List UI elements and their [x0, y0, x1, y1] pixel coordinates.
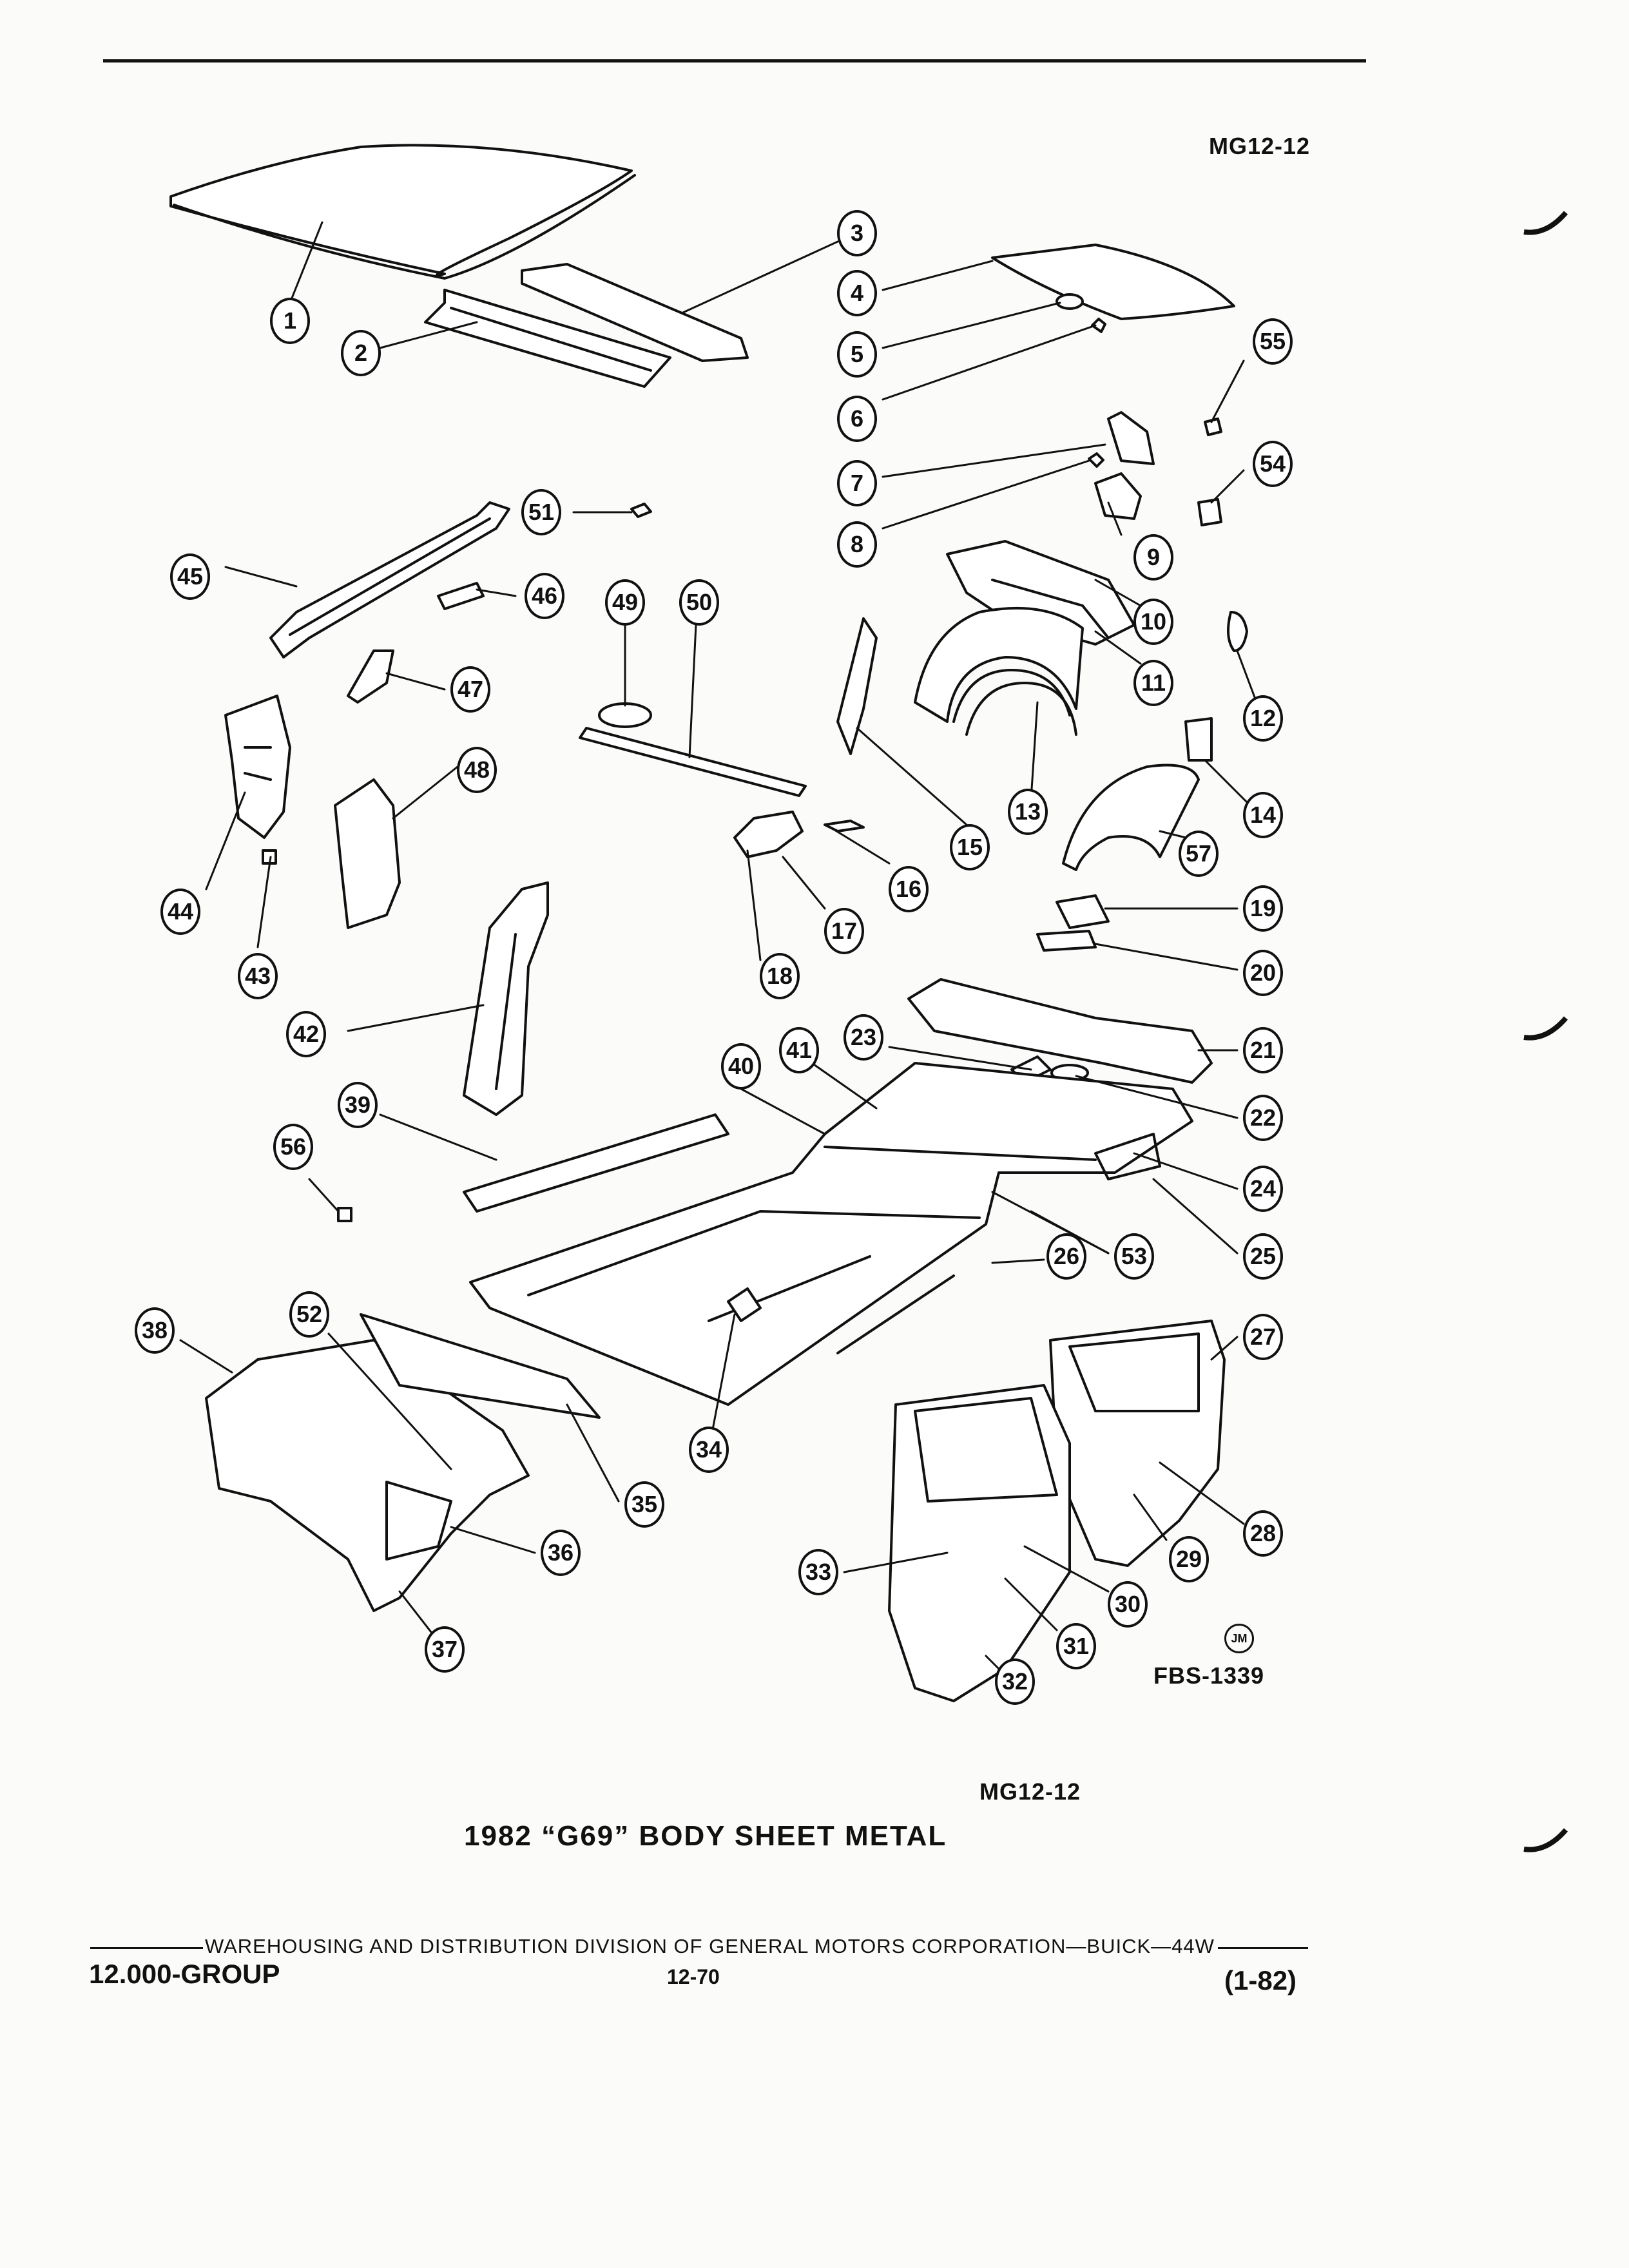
binder-mark: [1523, 1828, 1568, 1852]
ref-code-bottom: MG12-12: [979, 1778, 1081, 1805]
callout: 47: [450, 666, 490, 713]
callout: 8: [837, 521, 877, 568]
callout: 1: [270, 298, 310, 344]
callout: 31: [1056, 1623, 1096, 1669]
callout: 39: [338, 1082, 378, 1128]
callout: 5: [837, 331, 877, 378]
callout: 7: [837, 460, 877, 506]
top-rule: [103, 59, 1366, 62]
callout: 26: [1046, 1233, 1086, 1280]
callout: 29: [1169, 1536, 1209, 1582]
callout: 32: [995, 1658, 1035, 1705]
callout: 40: [721, 1043, 761, 1090]
callout: 57: [1179, 831, 1219, 877]
callout: 53: [1114, 1233, 1154, 1280]
callout: 14: [1243, 792, 1283, 838]
footer-page-number: 12-70: [667, 1965, 720, 1988]
callout: 42: [286, 1011, 326, 1057]
footer-group: 12.000-GROUP: [89, 1959, 280, 1989]
footer-date: (1-82): [1224, 1965, 1297, 1995]
artist-mark: JM: [1224, 1624, 1254, 1653]
callout: 6: [837, 396, 877, 442]
callout: 38: [135, 1307, 175, 1354]
callout: 55: [1253, 318, 1293, 365]
callout: 46: [525, 573, 564, 619]
callout: 27: [1243, 1314, 1283, 1360]
callout: 12: [1243, 695, 1283, 742]
callout: 37: [425, 1626, 465, 1673]
callout: 41: [779, 1027, 819, 1073]
callout: 33: [798, 1549, 838, 1595]
callout: 10: [1133, 599, 1173, 645]
callout: 56: [273, 1124, 313, 1170]
callout: 49: [605, 579, 645, 626]
callout: 35: [624, 1481, 664, 1528]
binder-mark: [1523, 1016, 1568, 1041]
callout: 34: [689, 1427, 729, 1473]
callout: 2: [341, 330, 381, 376]
callout: 45: [170, 553, 210, 600]
callout: 19: [1243, 885, 1283, 932]
callout: 24: [1243, 1166, 1283, 1212]
callout: 21: [1243, 1027, 1283, 1073]
callout: 17: [824, 908, 864, 954]
callout: 50: [679, 579, 719, 626]
footer-rule-right: [1218, 1947, 1308, 1949]
callout: 30: [1108, 1581, 1148, 1628]
callout: 3: [837, 210, 877, 256]
callout: 15: [950, 824, 990, 870]
callout: 11: [1133, 660, 1173, 706]
diagram-ref-code: FBS-1339: [1153, 1662, 1265, 1689]
footer-division: WAREHOUSING AND DISTRIBUTION DIVISION OF…: [205, 1935, 1215, 1957]
callout: 25: [1243, 1233, 1283, 1280]
callout: 20: [1243, 950, 1283, 996]
callout: 13: [1008, 789, 1048, 835]
callout: 9: [1133, 534, 1173, 581]
callout: 44: [160, 889, 200, 935]
footer-rule-left: [90, 1947, 203, 1949]
callout: 36: [541, 1530, 581, 1576]
callout: 51: [521, 489, 561, 535]
callout: 16: [889, 866, 929, 912]
callout: 54: [1253, 441, 1293, 487]
callout: 23: [843, 1014, 883, 1061]
callout: 28: [1243, 1510, 1283, 1557]
callout: 52: [289, 1291, 329, 1338]
diagram-title: 1982 “G69” BODY SHEET METAL: [464, 1820, 947, 1852]
callout: 4: [837, 270, 877, 316]
ref-code-top: MG12-12: [1209, 133, 1311, 159]
callout: 18: [760, 953, 800, 999]
callout: 22: [1243, 1095, 1283, 1141]
callout: 48: [457, 747, 497, 793]
callout: 43: [238, 953, 278, 999]
binder-mark: [1523, 211, 1568, 235]
